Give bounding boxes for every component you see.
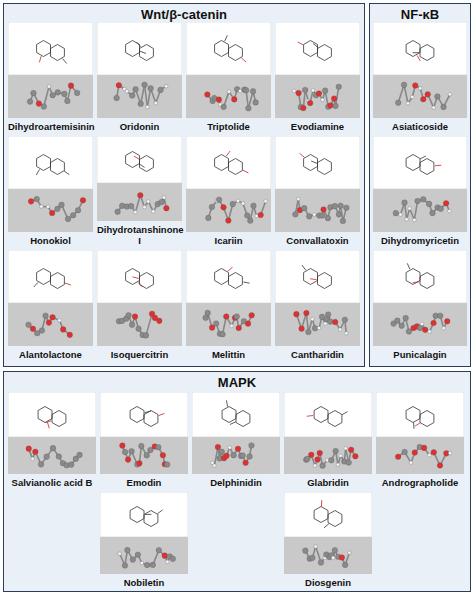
molecule-illustration xyxy=(186,136,271,232)
pathway-panel: MAPK Salvianolic acid B Emodin Delphinidin G… xyxy=(3,371,471,592)
molecule-illustration xyxy=(376,392,464,474)
molecule-illustration xyxy=(186,22,271,118)
panel-heading: NF-κB xyxy=(370,7,470,22)
molecule-illustration xyxy=(186,250,271,346)
compound-name: Delphinidin xyxy=(192,477,280,488)
compound-cell: Triptolide xyxy=(186,22,271,132)
compound-cell: Icariin xyxy=(186,136,271,246)
molecule-illustration xyxy=(284,392,372,474)
compound-name: Isoquercitrin xyxy=(97,349,182,360)
compound-cell: Dihydroartemisinin xyxy=(8,22,93,132)
compound-cell: Salvianolic acid B xyxy=(8,392,96,488)
molecule-illustration xyxy=(373,22,467,118)
compound-cell: Melittin xyxy=(186,250,271,360)
compound-cell: Nobiletin xyxy=(100,492,188,588)
compound-name: Melittin xyxy=(186,349,271,360)
molecule-illustration xyxy=(373,136,467,232)
molecule-illustration xyxy=(97,22,182,118)
panel-heading: MAPK xyxy=(4,375,470,390)
compound-name: Triptolide xyxy=(186,121,271,132)
compound-cell: Emodin xyxy=(100,392,188,488)
compound-cell: Alantolactone xyxy=(8,250,93,360)
compound-name: Icariin xyxy=(186,235,271,246)
compound-name: Evodiamine xyxy=(275,121,360,132)
compound-name: Glabridin xyxy=(284,477,372,488)
compound-name: Salvianolic acid B xyxy=(8,477,96,488)
compound-name: Dihydrotanshinone I xyxy=(97,224,182,246)
compound-cell: Evodiamine xyxy=(275,22,360,132)
compound-cell: Andrographolide xyxy=(376,392,464,488)
molecule-illustration xyxy=(100,492,188,574)
pathway-panel: Wnt/β-cateninDihydroartemisinin Oridonin T… xyxy=(3,3,365,367)
compound-name: Andrographolide xyxy=(376,477,464,488)
compound-name: Cantharidin xyxy=(275,349,360,360)
compound-name: Oridonin xyxy=(97,121,182,132)
molecule-illustration xyxy=(8,392,96,474)
molecule-illustration xyxy=(8,22,93,118)
compound-name: Convallatoxin xyxy=(275,235,360,246)
pathway-panel: NF-κB AsiaticosideDihydromyricetinPunical… xyxy=(369,3,471,367)
compound-cell: Isoquercitrin xyxy=(97,250,182,360)
molecule-illustration xyxy=(275,136,360,232)
molecule-illustration xyxy=(284,492,372,574)
compound-cell: Oridonin xyxy=(97,22,182,132)
compound-name: Alantolactone xyxy=(8,349,93,360)
molecule-illustration xyxy=(8,250,93,346)
molecule-illustration xyxy=(8,136,93,232)
compound-cell: Glabridin xyxy=(284,392,372,488)
compound-name: Punicalagin xyxy=(373,349,467,360)
compound-cell: Punicalagin xyxy=(373,250,467,360)
compound-name: Emodin xyxy=(100,477,188,488)
compound-name: Asiaticoside xyxy=(373,121,467,132)
compound-cell: Convallatoxin xyxy=(275,136,360,246)
compound-cell: Honokiol xyxy=(8,136,93,246)
compound-cell: Dihydromyricetin xyxy=(373,136,467,246)
molecule-illustration xyxy=(373,250,467,346)
compound-cell: Dihydrotanshinone I xyxy=(97,136,182,246)
molecule-illustration xyxy=(97,136,182,221)
compound-cell: Asiaticoside xyxy=(373,22,467,132)
compound-cell: Delphinidin xyxy=(192,392,280,488)
compound-name: Dihydromyricetin xyxy=(373,235,467,246)
compound-name: Dihydroartemisinin xyxy=(8,121,93,132)
compound-cell: Cantharidin xyxy=(275,250,360,360)
compound-name: Diosgenin xyxy=(284,577,372,588)
molecule-illustration xyxy=(275,250,360,346)
molecule-illustration xyxy=(100,392,188,474)
molecule-illustration xyxy=(97,250,182,346)
molecule-illustration xyxy=(275,22,360,118)
compound-cell: Diosgenin xyxy=(284,492,372,588)
compound-name: Nobiletin xyxy=(100,577,188,588)
panel-heading: Wnt/β-catenin xyxy=(4,7,364,22)
compound-name: Honokiol xyxy=(8,235,93,246)
molecule-illustration xyxy=(192,392,280,474)
